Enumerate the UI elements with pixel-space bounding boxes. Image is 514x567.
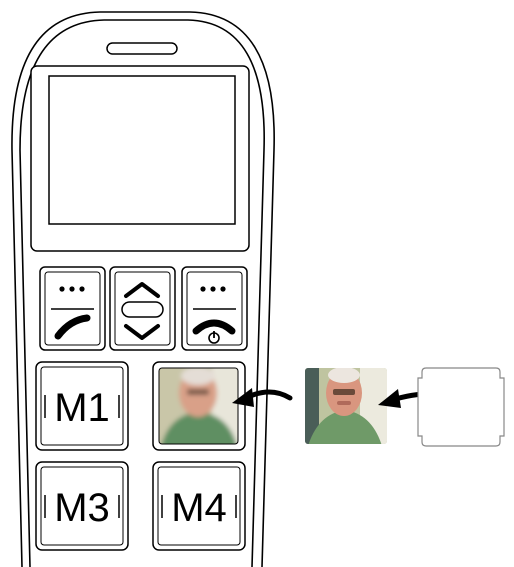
ellipsis-icon xyxy=(59,286,85,292)
earpiece xyxy=(106,42,178,55)
m4-label: M4 xyxy=(171,486,227,530)
end-power-button[interactable] xyxy=(181,266,248,351)
curved-arrow-icon xyxy=(232,388,293,407)
m1-button[interactable]: M1 xyxy=(35,361,129,451)
ellipsis-icon xyxy=(200,286,226,292)
call-button[interactable] xyxy=(39,266,106,351)
phone-body xyxy=(11,11,275,567)
m1-label: M1 xyxy=(54,386,110,430)
phone-hang-up-power-icon xyxy=(192,319,236,344)
m2-photo-button[interactable] xyxy=(152,361,246,451)
contact-photo-inserted xyxy=(159,368,238,444)
phone-off-hook-icon xyxy=(54,314,91,340)
m4-button[interactable]: M4 xyxy=(152,461,246,551)
screen xyxy=(30,65,250,252)
contact-photo-card xyxy=(305,368,387,444)
blank-photo-cover xyxy=(417,367,505,447)
up-down-arrows-icon xyxy=(121,282,164,340)
navigation-button[interactable] xyxy=(109,266,176,351)
m3-label: M3 xyxy=(54,486,110,530)
m3-button[interactable]: M3 xyxy=(35,461,129,551)
